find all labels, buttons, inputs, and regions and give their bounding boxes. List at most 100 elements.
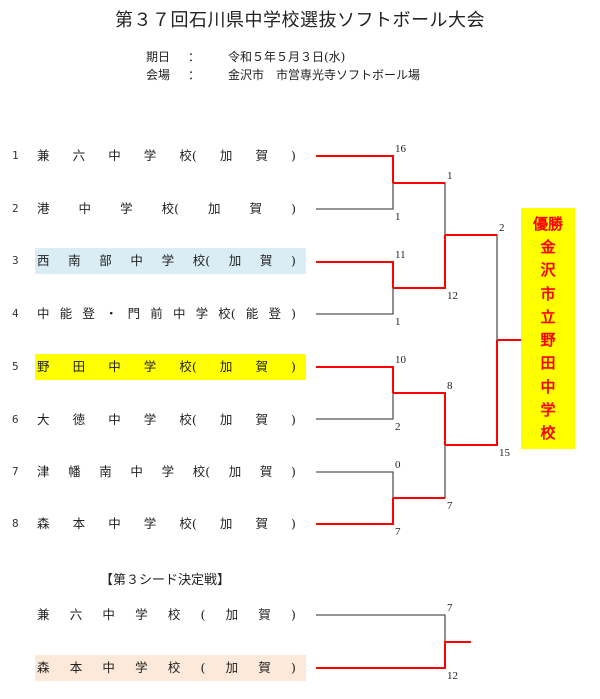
team-name-char: )	[291, 660, 296, 675]
team-name-char: 加	[228, 253, 242, 268]
score-semi2-top: 8	[447, 380, 453, 392]
score-third-bottom: 12	[447, 670, 458, 682]
team-name-char: (	[200, 660, 206, 675]
score-r1-m3-top: 10	[395, 354, 406, 366]
r1-m2-bottom-line	[316, 288, 394, 315]
team-name-char: 田	[72, 359, 86, 374]
team-name: 中能登・門前中学校(能登)	[35, 301, 306, 327]
team-name-char: )	[291, 516, 296, 531]
semi1-bottom-line	[393, 235, 446, 289]
team-name-char: 校(	[179, 359, 197, 374]
team-name-char: 部	[99, 253, 112, 268]
team-seed-number: 6	[12, 413, 19, 426]
venue-line: 会場：金沢市 市営専光寺ソフトボール場	[146, 66, 420, 83]
team-name-char: 兼	[37, 607, 50, 622]
team-name-char: 中	[37, 306, 50, 321]
team-name: 港中学校(加賀)	[35, 196, 306, 222]
venue-label: 会場	[146, 68, 171, 82]
team-name: 野田中学校(加賀)	[35, 354, 306, 380]
date-line: 期日 ： 令和５年５月３日(水)	[146, 48, 345, 65]
score-final-top: 2	[499, 222, 505, 234]
team-name-char: 校	[167, 660, 181, 675]
team-name-char: )	[291, 359, 296, 374]
score-final-bottom: 15	[499, 447, 510, 459]
score-semi1-bottom: 12	[447, 290, 458, 302]
team-name-char: 登	[268, 306, 281, 321]
team-name: 兼六中学校(加賀)	[35, 143, 306, 169]
team-name-char: 中	[108, 516, 121, 531]
team-name-char: )	[291, 464, 296, 479]
team-name-char: 賀	[255, 359, 268, 374]
team-name-char: 中	[108, 359, 121, 374]
team-name-char: )	[291, 306, 296, 321]
team-name-char: 大	[37, 412, 50, 427]
team-name-char: 港	[37, 201, 50, 216]
team-name-char: 学	[143, 148, 157, 163]
team-seed-number: 3	[12, 254, 19, 267]
semi1-top-line	[393, 182, 446, 235]
third-top-line	[316, 614, 446, 642]
final-top-line	[445, 234, 498, 340]
team-name-char: ・	[104, 306, 118, 321]
score-r1-m3-bottom: 2	[395, 421, 401, 433]
team-name-char: 学	[143, 516, 157, 531]
team-seed-number: 7	[12, 465, 19, 478]
team-name-char: 中	[130, 464, 143, 479]
team-name-char: 校(	[161, 201, 179, 216]
date-label: 期日	[146, 50, 171, 64]
team-name-char: 賀	[258, 660, 271, 675]
score-r1-m1-bottom: 1	[395, 211, 401, 223]
score-r1-m4-bottom: 7	[395, 526, 401, 538]
champion-char: 校	[540, 424, 556, 443]
team-name-char: 賀	[249, 201, 263, 216]
score-r1-m1-top: 16	[395, 143, 406, 155]
team-name-char: 学	[143, 359, 157, 374]
team-name-char: 中	[102, 660, 115, 675]
team-name-char: )	[291, 607, 296, 622]
r1-m1-top-line	[316, 155, 394, 183]
page-title: 第３７回石川県中学校選抜ソフトボール大会	[115, 10, 485, 31]
r1-m3-top-line	[316, 366, 394, 393]
team-name-char: 加	[219, 148, 233, 163]
semi2-top-line	[393, 392, 446, 445]
team-name-char: 登	[82, 306, 95, 321]
team-name-char: )	[291, 201, 296, 216]
team-name-char: 幡	[68, 464, 81, 479]
team-name-char: 加	[219, 412, 233, 427]
team-name-char: 津	[37, 464, 50, 479]
champion-char: 中	[540, 377, 556, 396]
score-r1-m2-bottom: 1	[395, 316, 401, 328]
champion-char: 金	[540, 237, 556, 256]
team-name-char: 六	[72, 148, 86, 163]
r1-m4-bottom-line	[316, 498, 394, 525]
score-semi2-bottom: 7	[447, 500, 453, 512]
third-bottom-line	[316, 641, 471, 669]
team-name-char: 能	[59, 306, 73, 321]
team-name-char: 校(	[179, 412, 197, 427]
team-name-char: )	[291, 148, 296, 163]
date-colon: ：	[188, 50, 201, 64]
third-seed-heading: 【第３シード決定戦】	[100, 573, 231, 588]
champion-char: 野	[540, 331, 556, 350]
team-name-char: 賀	[259, 464, 273, 479]
team-name-char: 野	[37, 359, 50, 374]
team-name-char: 中	[108, 148, 121, 163]
score-third-top: 7	[447, 602, 453, 614]
team-name-char: 加	[219, 516, 233, 531]
team-name-char: 森	[37, 516, 50, 531]
r1-m4-top-line	[316, 471, 394, 498]
team-seed-number: 8	[12, 517, 19, 530]
team-name-char: 加	[228, 464, 242, 479]
team-name-char: 南	[99, 464, 112, 479]
team-name-char: 学	[195, 306, 209, 321]
team-name-char: 中	[102, 607, 115, 622]
team-name: 津幡南中学校(加賀)	[35, 459, 306, 485]
team-name-char: 校	[167, 607, 181, 622]
date-value: 令和５年５月３日(水)	[228, 50, 346, 64]
team-name-char: 能	[245, 306, 259, 321]
team-name-char: 中	[78, 201, 92, 216]
score-semi1-top: 1	[447, 170, 453, 182]
team-name-char: 南	[68, 253, 81, 268]
team-name: 西南部中学校(加賀)	[35, 248, 306, 274]
